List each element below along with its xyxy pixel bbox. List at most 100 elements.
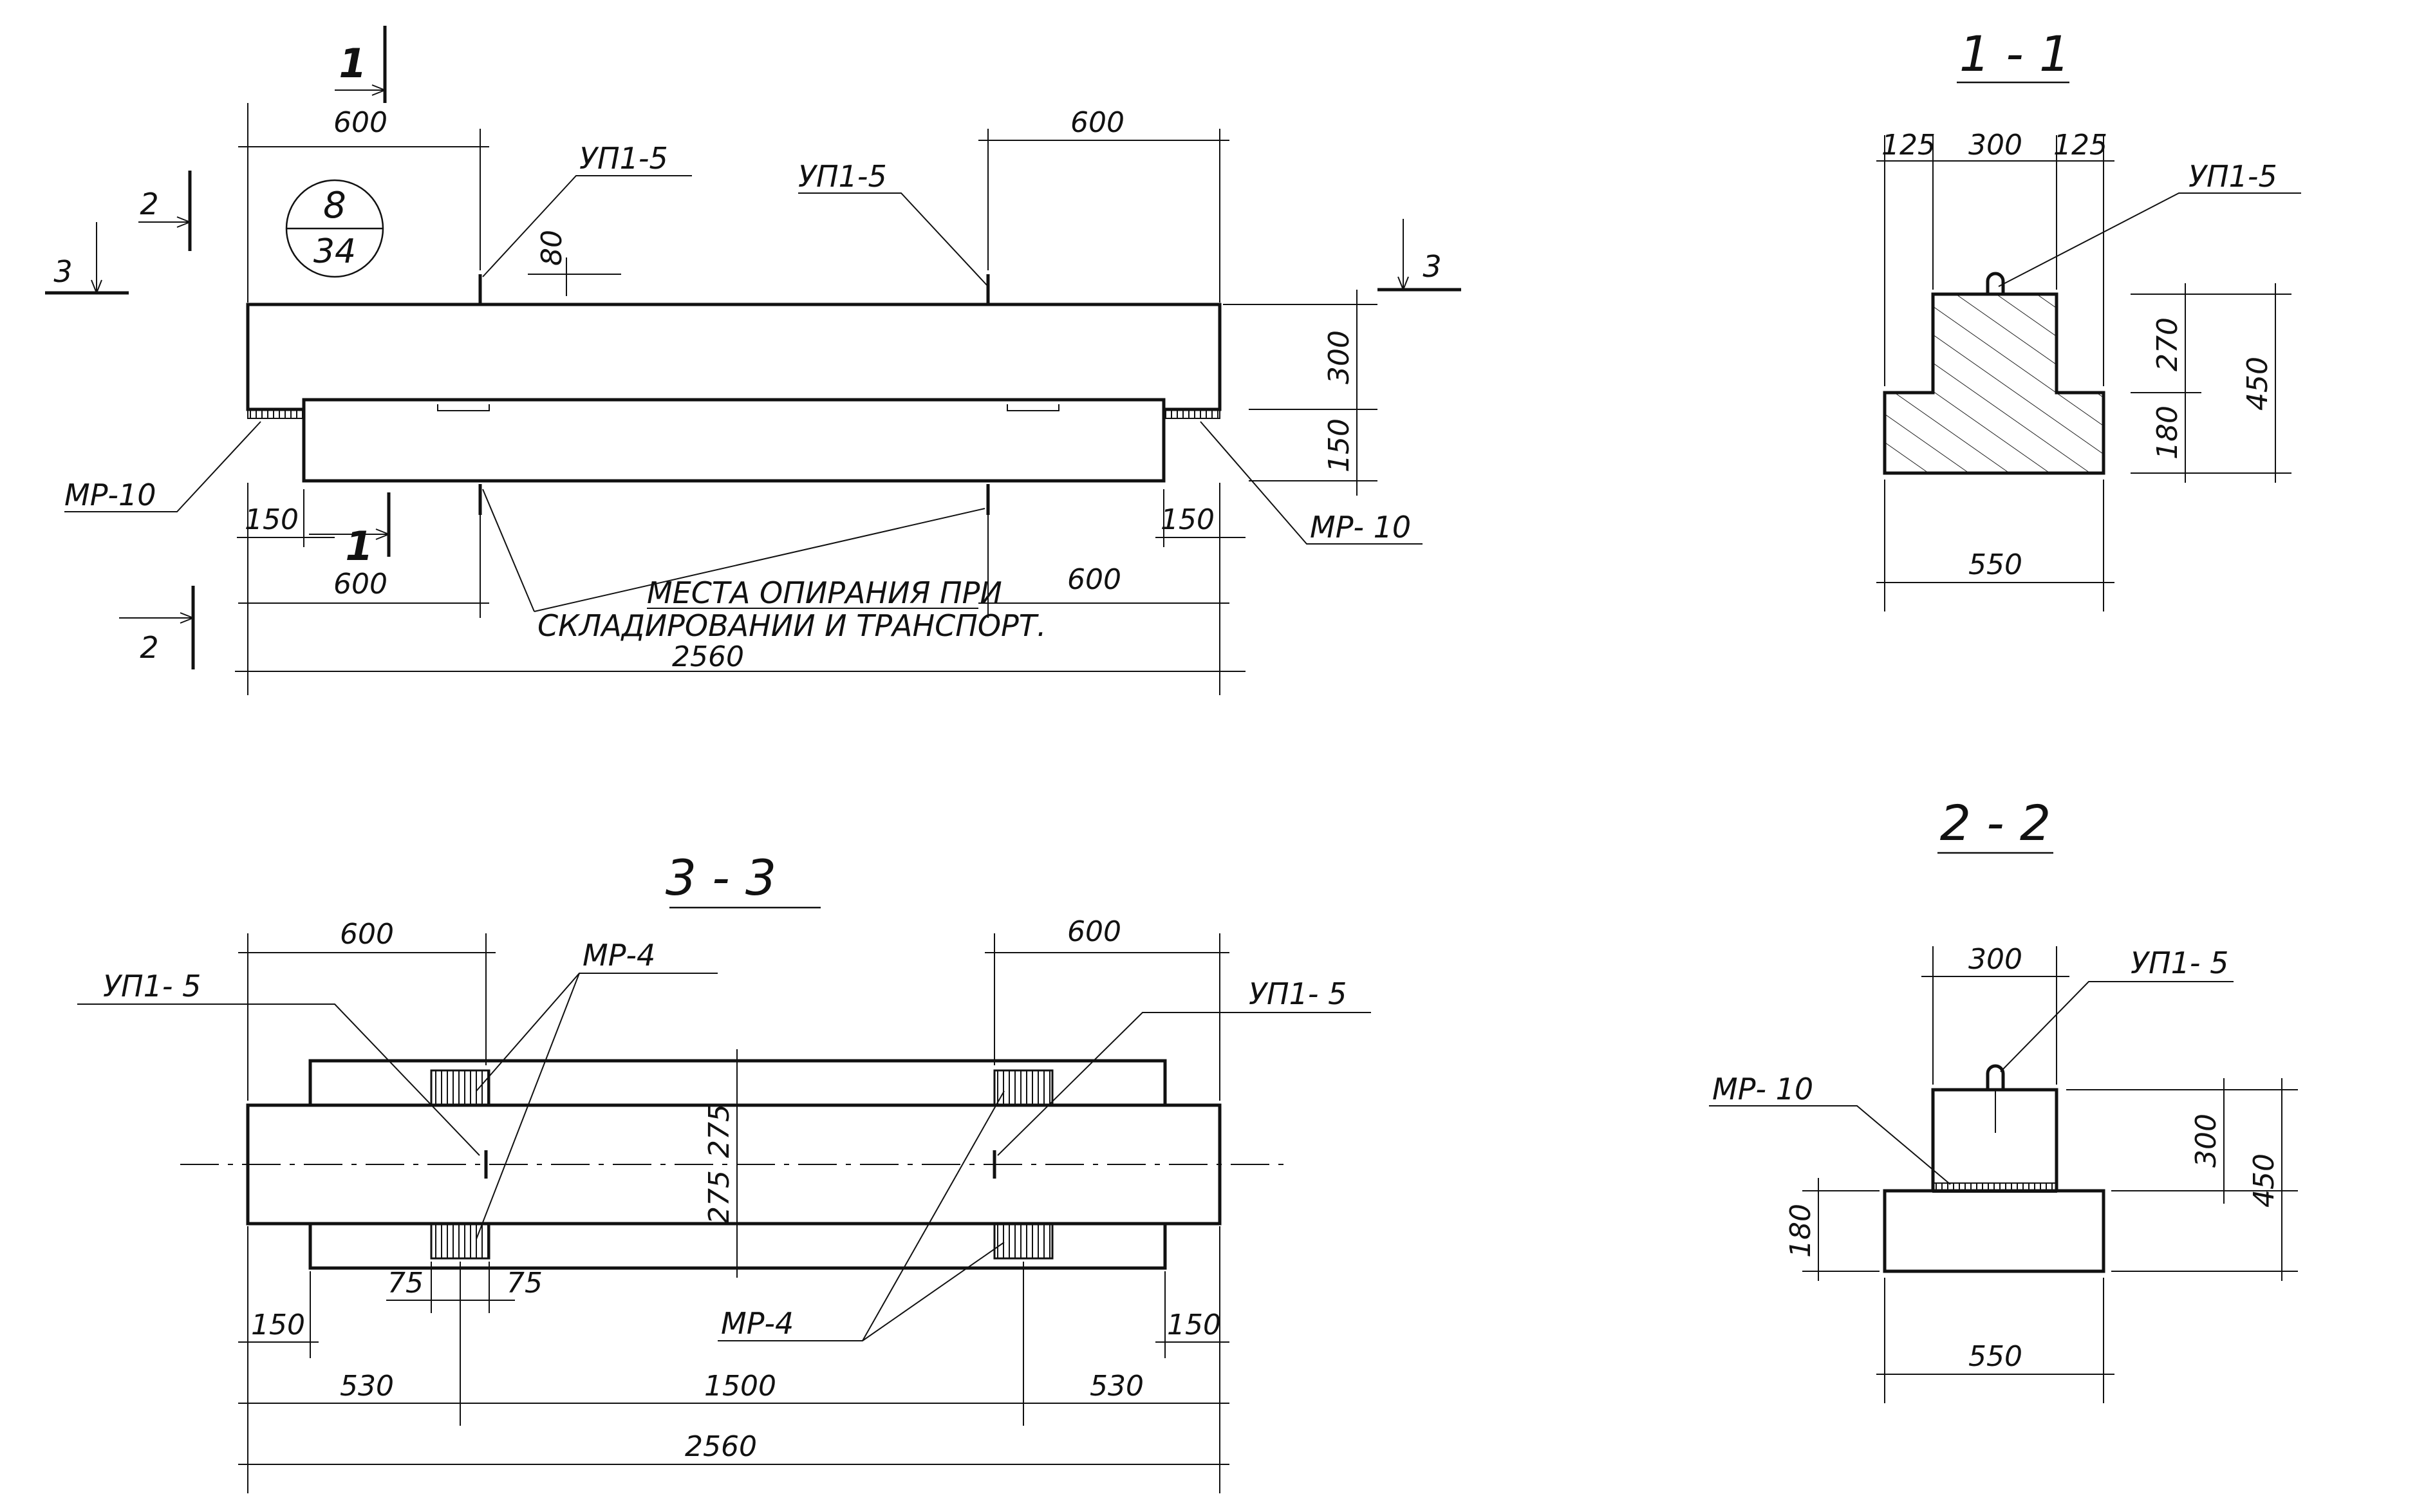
pad-mr4-bottom-left — [430, 1222, 490, 1260]
dim-label: 125 — [2053, 129, 2107, 162]
section-title: 1 - 1 — [1959, 25, 2070, 82]
label-mr4: МР-4 — [721, 1306, 794, 1341]
section-1-1-profile — [1883, 292, 2105, 475]
dim-label: 300 — [1968, 129, 2022, 162]
label-up15: УП1- 5 — [103, 969, 201, 1003]
dim-label: 600 — [333, 106, 387, 139]
section-2-2-base — [1883, 1189, 2105, 1273]
dim-label: 530 — [340, 1370, 394, 1403]
label-up15: УП1- 5 — [2131, 946, 2228, 980]
section-mark-3-left: 3 — [45, 222, 129, 295]
dim-label: 600 — [333, 568, 387, 601]
lifting-loop-2-2 — [1986, 1064, 2005, 1090]
section-number: 2 — [140, 187, 158, 221]
beam-lower-block — [302, 398, 1166, 483]
dim-label: 300 — [1323, 330, 1356, 384]
support-note-line1: МЕСТА ОПИРАНИЯ ПРИ — [647, 575, 1002, 610]
dim-label: 150 — [1167, 1309, 1221, 1341]
dim-label: 600 — [1070, 106, 1125, 139]
section-1-1: 1 - 1 125 300 125 270 180 450 — [1876, 25, 2301, 611]
dim-label: 80 — [536, 230, 568, 266]
elevation-view: 600 600 80 300 150 150 — [45, 26, 1461, 695]
label-mr4: МР-4 — [583, 938, 655, 973]
dim-label: 530 — [1090, 1370, 1144, 1403]
dim-label: 2560 — [672, 640, 744, 673]
dim-label: 600 — [1067, 915, 1121, 948]
embedded-detail-left — [437, 404, 490, 411]
dim-80: 80 — [528, 230, 621, 296]
dim-plan-150: 150 150 — [238, 1271, 1229, 1358]
pad-mr4-top-right — [993, 1069, 1054, 1106]
dim-2-2-bottom: 550 — [1876, 1278, 2114, 1403]
section-mark-1-top: 1 — [335, 26, 387, 103]
lifting-loop-1-1 — [1986, 272, 2005, 294]
leader-up15-plan-left: УП1- 5 — [77, 969, 480, 1156]
label-mr10: МР- 10 — [1310, 510, 1411, 545]
dim-top-600-right: 600 — [978, 106, 1229, 303]
dim-label: 450 — [2248, 1153, 2281, 1208]
section-3-3: 3 - 3 275 275 600 600 — [77, 849, 1371, 1493]
dim-label: 600 — [340, 918, 394, 951]
dim-label: 1500 — [704, 1370, 776, 1403]
dim-1-1-right: 270 180 450 — [2131, 283, 2291, 483]
dim-label: 2560 — [685, 1430, 757, 1463]
dim-label: 275 — [703, 1170, 736, 1224]
dim-label: 270 — [2151, 317, 2184, 371]
dim-bottom-150-right: 150 — [1155, 489, 1246, 547]
dim-bottom-600: 600 600 — [238, 515, 1229, 618]
leader-up15-1-1: УП1-5 — [1998, 159, 2301, 287]
dim-label: 75 — [387, 1267, 424, 1300]
dim-label: 150 — [251, 1309, 305, 1341]
label-up15: УП1- 5 — [1249, 976, 1347, 1011]
leader-up15-right: УП1-5 — [798, 159, 989, 287]
dim-right-300-150: 300 150 — [1223, 290, 1377, 496]
section-2-2: 2 - 2 300 300 450 180 — [1709, 794, 2298, 1403]
dim-plan-2560: 2560 — [238, 1430, 1229, 1465]
leader-mr10-left: МР-10 — [64, 421, 261, 512]
dim-label: 150 — [1161, 503, 1215, 536]
pad-mr4-top-left — [430, 1069, 490, 1106]
dim-2-2-right: 300 450 — [2066, 1078, 2298, 1281]
dim-label: 150 — [245, 503, 299, 536]
dim-label: 300 — [2190, 1114, 2223, 1168]
leader-mr10-2-2: МР- 10 — [1709, 1072, 1951, 1185]
sheet-ref-bottom: 34 — [313, 232, 356, 271]
pad-mr4-bottom-right — [993, 1222, 1054, 1260]
leader-up15-2-2: УП1- 5 — [2000, 946, 2234, 1072]
dim-label: 180 — [2151, 406, 2184, 460]
dim-label: 450 — [2241, 357, 2274, 411]
support-note: МЕСТА ОПИРАНИЯ ПРИ СКЛАДИРОВАНИИ И ТРАНС… — [482, 489, 1047, 643]
label-up15: УП1-5 — [2188, 159, 2277, 194]
dim-2-2-top: 300 — [1921, 943, 2069, 1085]
section-title: 2 - 2 — [1940, 794, 2051, 852]
embedded-detail-right — [1007, 404, 1059, 411]
label-mr10: МР-10 — [64, 478, 156, 512]
leader-up15-left: УП1-5 — [482, 141, 692, 277]
sheet-reference-bubble: 8 34 — [285, 179, 384, 278]
dim-label: 550 — [1968, 548, 2022, 581]
leader-up15-plan-right: УП1- 5 — [997, 976, 1371, 1156]
section-number: 2 — [140, 630, 158, 665]
section-mark-1-bottom: 1 — [309, 492, 391, 570]
pad-mr10-2-2 — [1932, 1182, 2057, 1193]
leader-mr10-right: МР- 10 — [1200, 421, 1423, 545]
dim-1-1-top: 125 300 125 — [1876, 129, 2114, 386]
dim-plan-275: 275 275 — [703, 1049, 738, 1278]
beam-upper-block — [246, 303, 1222, 411]
dim-top-600-left: 600 — [238, 103, 489, 303]
dim-label: 150 — [1323, 418, 1356, 472]
dim-plan-75: 75 75 — [386, 1262, 543, 1313]
section-mark-3-right: 3 — [1377, 219, 1461, 292]
dim-plan-530-1500-530: 530 1500 530 — [238, 1226, 1229, 1493]
dim-label: 180 — [1784, 1204, 1817, 1258]
section-title: 3 - 3 — [666, 849, 776, 906]
label-mr10: МР- 10 — [1712, 1072, 1813, 1106]
section-number: 1 — [339, 40, 366, 87]
section-mark-2-bottom: 2 — [119, 586, 195, 669]
section-number: 1 — [345, 523, 373, 570]
dim-label: 75 — [507, 1267, 543, 1300]
section-mark-2-top: 2 — [138, 171, 192, 251]
pad-mr10-left — [247, 409, 304, 419]
section-number: 3 — [53, 254, 72, 289]
